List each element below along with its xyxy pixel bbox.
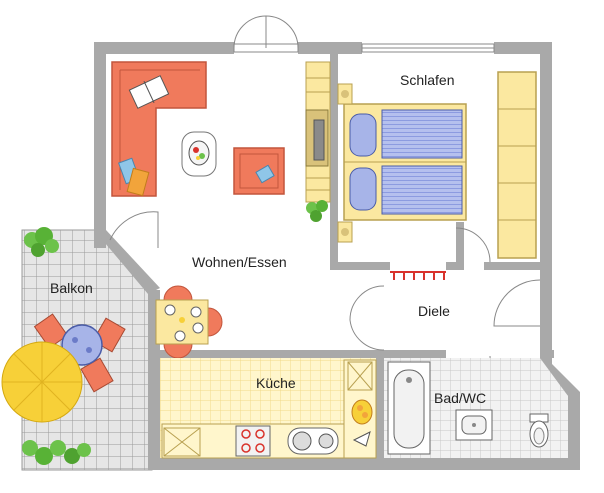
window-top [361,43,495,53]
balcony [1,227,153,471]
umbrella-icon [1,341,83,423]
door-top [233,15,299,53]
toilet-icon [529,413,549,448]
label-kueche: Küche [256,375,296,391]
armchair [233,147,285,195]
plant-icon [24,227,59,257]
stove-icon [235,425,271,457]
plant-icon [306,200,328,222]
tv-shelf [305,61,331,203]
pillow [349,167,377,211]
label-diele: Diele [418,303,450,319]
bathtub [387,361,431,455]
kitchen [160,358,377,459]
label-schlafen: Schlafen [400,72,454,88]
sink-icon [287,427,339,455]
door-entry [493,279,541,327]
cushion-icon [118,157,150,197]
bed-cover [381,165,463,215]
door-balcony [109,211,159,248]
dining-table [155,285,223,359]
bathroom [384,358,568,458]
label-wohnen: Wohnen/Essen [192,254,287,270]
radiator [390,271,446,280]
label-balkon: Balkon [50,280,93,296]
walls [94,42,580,470]
label-bad: Bad/WC [434,390,486,406]
bed-cover [381,109,463,159]
door-bedroom [455,227,491,263]
pillow [349,113,377,157]
plant-icon [22,440,91,465]
bedroom [337,71,537,280]
wardrobe [497,71,537,259]
fruit-bowl-icon [351,399,373,425]
book-icon [128,75,170,109]
washbasin-icon [455,409,493,441]
coffee-table [181,131,217,177]
balcony-chair-left [33,313,69,349]
door-kitchen [349,285,385,351]
living-room [109,61,331,359]
utensil-icon [352,431,371,447]
